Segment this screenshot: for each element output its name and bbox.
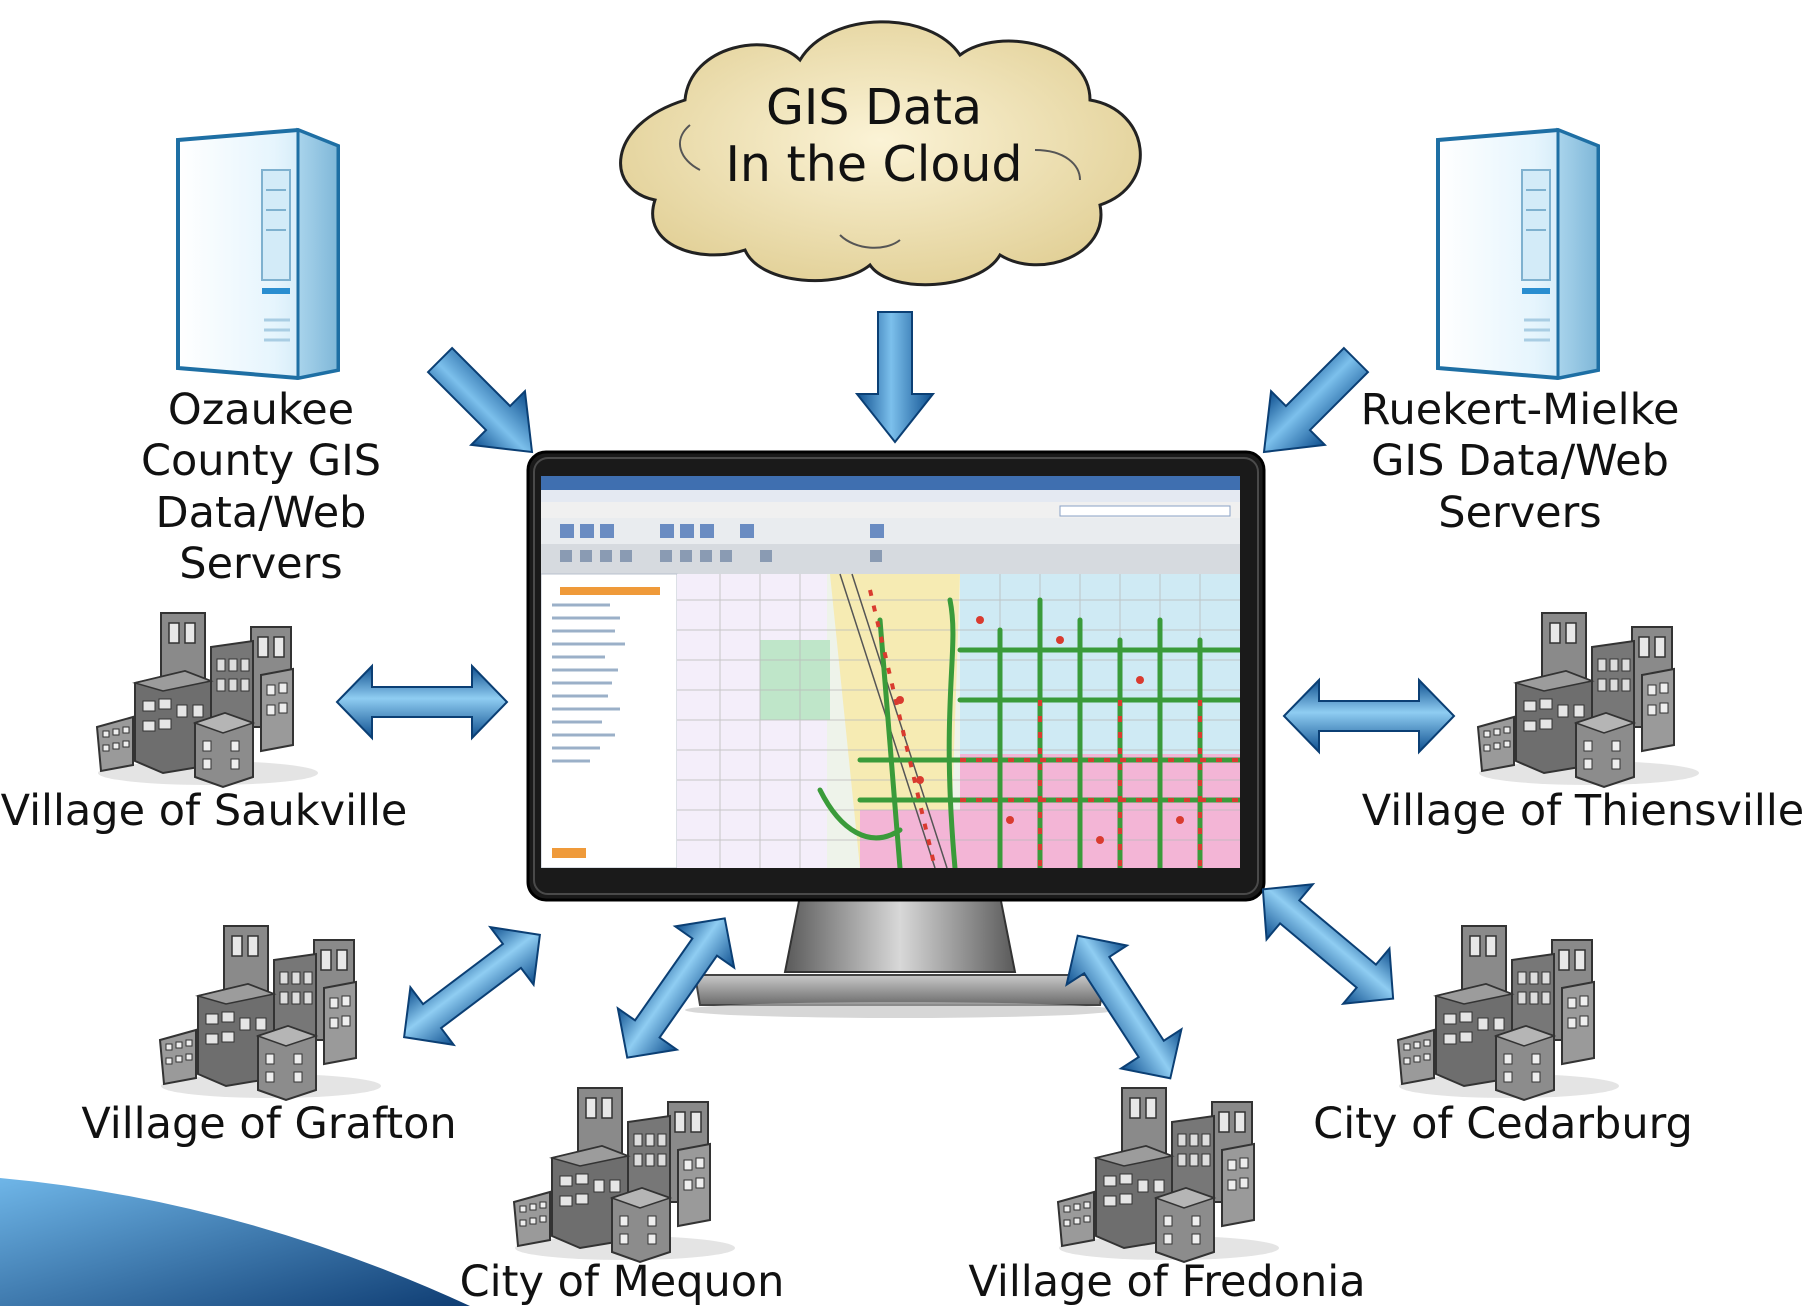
server-tower-icon-right bbox=[1436, 128, 1600, 380]
arrow-grafton-monitor bbox=[381, 905, 563, 1067]
server-left-label-line1: Ozaukee bbox=[168, 385, 354, 435]
arrow-cedarburg-monitor bbox=[1238, 860, 1418, 1028]
city-buildings-icon-grafton bbox=[159, 925, 382, 1101]
server-right-label-line2: GIS Data/Web bbox=[1371, 436, 1669, 486]
server-right-label-line3: Servers bbox=[1438, 488, 1601, 538]
city-buildings-icon-thiensville bbox=[1477, 612, 1700, 788]
city-buildings-icon-saukville bbox=[96, 612, 319, 788]
server-left-label-line4: Servers bbox=[179, 539, 342, 589]
arrow-thiensville-monitor bbox=[1283, 679, 1455, 753]
cloud-icon bbox=[619, 20, 1142, 287]
cloud-label-line2: In the Cloud bbox=[725, 136, 1022, 193]
label-thiensville: Village of Thiensville bbox=[1362, 786, 1805, 836]
server-right-label-line1: Ruekert-Mielke bbox=[1361, 385, 1680, 435]
server-left-label-line2: County GIS bbox=[141, 436, 381, 486]
label-fredonia: Village of Fredonia bbox=[968, 1257, 1365, 1306]
label-mequon: City of Mequon bbox=[460, 1257, 785, 1306]
server-tower-icon-left bbox=[176, 128, 340, 380]
city-buildings-icon-cedarburg bbox=[1397, 925, 1620, 1101]
gis-map-screenshot bbox=[541, 476, 1240, 868]
cloud-label-line1: GIS Data bbox=[766, 79, 982, 136]
server-left-label-line3: Data/Web bbox=[156, 488, 367, 538]
arrow-cloud-to-monitor bbox=[856, 311, 934, 443]
city-buildings-icon-fredonia bbox=[1057, 1087, 1280, 1263]
city-buildings-icon-mequon bbox=[513, 1087, 736, 1263]
arrow-saukville-monitor bbox=[336, 665, 508, 739]
computer-monitor-icon bbox=[526, 450, 1266, 1018]
label-grafton: Village of Grafton bbox=[81, 1099, 456, 1149]
label-cedarburg: City of Cedarburg bbox=[1313, 1099, 1693, 1149]
slide-corner-accent bbox=[0, 1178, 470, 1306]
label-saukville: Village of Saukville bbox=[1, 786, 408, 836]
